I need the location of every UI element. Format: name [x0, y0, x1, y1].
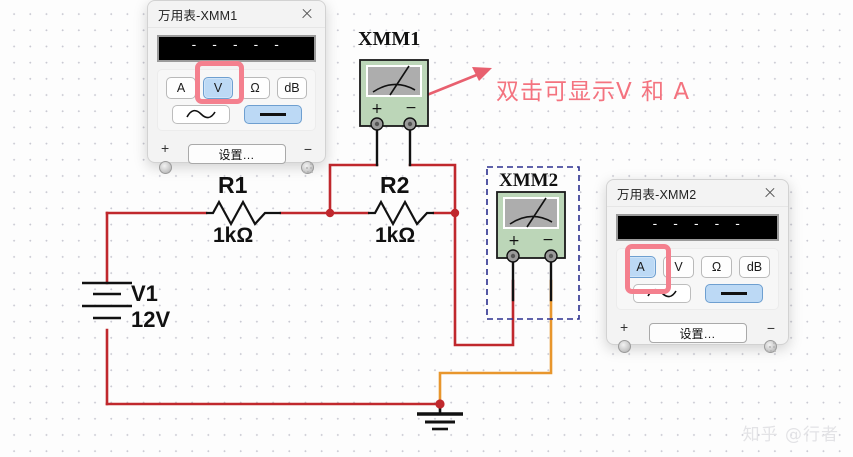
- panel-titlebar-xmm1[interactable]: 万用表-XMM1: [148, 1, 325, 28]
- panel-title-xmm1: 万用表-XMM1: [158, 8, 238, 23]
- xmm2-symbol-label: XMM2: [499, 170, 559, 191]
- terminal-plus-label-xmm2: +: [620, 319, 629, 335]
- dc-line-icon: [720, 292, 747, 295]
- unit-button-a-xmm1[interactable]: A: [166, 77, 196, 99]
- multimeter-panel-xmm2[interactable]: 万用表-XMM2 - - - - - A V Ω dB: [606, 179, 789, 353]
- multimeter-panel-xmm1[interactable]: 万用表-XMM1 - - - - - A V Ω dB: [147, 0, 326, 174]
- ac-sine-icon-button-xmm2[interactable]: [632, 284, 691, 303]
- terminal-plus-xmm2[interactable]: [618, 340, 631, 353]
- svg-text:−: −: [542, 232, 554, 248]
- unit-button-db-xmm2[interactable]: dB: [739, 256, 770, 278]
- terminal-plus-xmm1[interactable]: [159, 161, 172, 174]
- unit-button-v-xmm1[interactable]: V: [203, 77, 233, 99]
- close-icon[interactable]: [297, 5, 317, 23]
- svg-text:−: −: [405, 100, 417, 116]
- terminal-minus-label-xmm2: −: [766, 320, 775, 336]
- panel-footer-xmm2: + 设置… −: [616, 320, 779, 354]
- annotation-text: 双击可显示V 和 A: [496, 79, 691, 105]
- v1-ref-label: V1: [131, 281, 158, 306]
- panel-footer-xmm1: + 设置… −: [157, 141, 316, 175]
- terminal-minus-label-xmm1: −: [303, 141, 312, 157]
- r1-value-label: 1kΩ: [213, 224, 254, 247]
- resize-grip-xmm2[interactable]: [766, 342, 776, 352]
- settings-button-xmm2[interactable]: 设置…: [648, 323, 747, 343]
- watermark: 知乎 @行者: [742, 425, 839, 445]
- unit-button-ohm-xmm1[interactable]: Ω: [240, 77, 270, 99]
- dc-line-icon-button-xmm2[interactable]: [704, 284, 763, 303]
- lcd-display-xmm2: - - - - -: [616, 214, 779, 241]
- resize-grip-xmm1[interactable]: [303, 163, 313, 173]
- panel-body-xmm1: - - - - - A V Ω dB: [148, 28, 325, 181]
- mode-card-xmm2: A V Ω dB: [616, 248, 779, 310]
- mode-card-xmm1: A V Ω dB: [157, 69, 316, 131]
- panel-titlebar-xmm2[interactable]: 万用表-XMM2: [607, 180, 788, 207]
- waveform-button-row-xmm1: [166, 105, 307, 124]
- svg-text:+: +: [508, 233, 520, 249]
- ac-sine-icon: [185, 109, 216, 119]
- ac-sine-icon-button-xmm1[interactable]: [171, 105, 230, 124]
- r2-value-label: 1kΩ: [375, 224, 416, 247]
- lcd-display-xmm1: - - - - -: [157, 35, 316, 62]
- unit-button-db-xmm1[interactable]: dB: [277, 77, 307, 99]
- dc-line-icon-button-xmm1[interactable]: [243, 105, 302, 124]
- xmm1-symbol-label: XMM1: [358, 28, 421, 50]
- unit-button-ohm-xmm2[interactable]: Ω: [701, 256, 732, 278]
- unit-button-row-xmm1: A V Ω dB: [166, 77, 307, 99]
- dc-line-icon: [259, 113, 286, 116]
- v1-value-label: 12V: [131, 307, 171, 332]
- panel-body-xmm2: - - - - - A V Ω dB: [607, 207, 788, 360]
- unit-button-row-xmm2: A V Ω dB: [625, 256, 770, 278]
- terminal-plus-label-xmm1: +: [161, 140, 170, 156]
- close-icon[interactable]: [760, 184, 780, 202]
- ac-sine-icon: [646, 288, 677, 298]
- panel-title-xmm2: 万用表-XMM2: [617, 187, 697, 202]
- unit-button-a-xmm2[interactable]: A: [625, 256, 656, 278]
- r2-ref-label: R2: [380, 172, 410, 198]
- svg-text:+: +: [371, 101, 383, 117]
- r1-ref-label: R1: [218, 172, 248, 198]
- lcd-value-xmm2: - - - - -: [651, 217, 744, 232]
- unit-button-v-xmm2[interactable]: V: [663, 256, 694, 278]
- settings-button-xmm1[interactable]: 设置…: [187, 144, 286, 164]
- lcd-value-xmm1: - - - - -: [190, 38, 283, 53]
- waveform-button-row-xmm2: [625, 284, 770, 303]
